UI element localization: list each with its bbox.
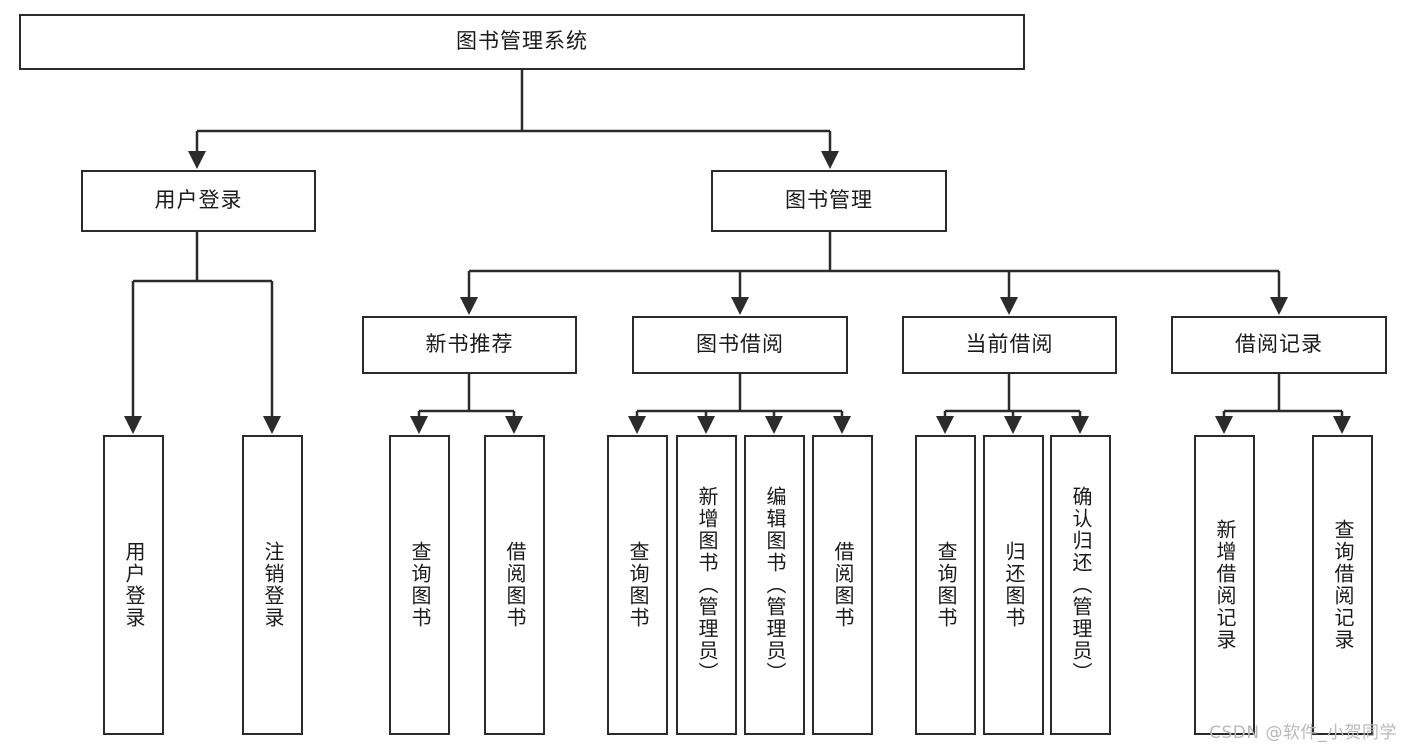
leaf-label: 借阅图书 — [831, 541, 855, 629]
node-borrow-record[interactable]: 借阅记录 — [1171, 316, 1387, 374]
leaf-book-borrow-add[interactable]: 新增图书（管理员） — [676, 435, 737, 735]
node-borrow-record-label: 借阅记录 — [1235, 332, 1323, 357]
node-book-borrow[interactable]: 图书借阅 — [632, 316, 848, 374]
leaf-label: 确认归还（管理员） — [1069, 486, 1093, 684]
leaf-current-borrow-confirm-return[interactable]: 确认归还（管理员） — [1050, 435, 1111, 735]
leaf-user-login-login[interactable]: 用户登录 — [103, 435, 164, 735]
leaf-book-borrow-borrow[interactable]: 借阅图书 — [812, 435, 873, 735]
node-book-management[interactable]: 图书管理 — [711, 170, 947, 232]
node-user-login-label: 用户登录 — [154, 188, 243, 213]
leaf-label: 注销登录 — [261, 541, 285, 629]
leaf-label: 查询图书 — [626, 541, 650, 629]
leaf-current-borrow-return[interactable]: 归还图书 — [983, 435, 1044, 735]
leaf-label: 编辑图书（管理员） — [763, 486, 787, 684]
node-root-label: 图书管理系统 — [456, 29, 588, 54]
leaf-label: 新增借阅记录 — [1213, 519, 1237, 651]
leaf-new-book-query[interactable]: 查询图书 — [389, 435, 450, 735]
node-user-login[interactable]: 用户登录 — [81, 170, 316, 232]
leaf-label: 查询借阅记录 — [1331, 519, 1355, 651]
node-root[interactable]: 图书管理系统 — [19, 14, 1025, 70]
leaf-label: 用户登录 — [122, 541, 146, 629]
node-current-borrow-label: 当前借阅 — [965, 332, 1054, 357]
leaf-current-borrow-query[interactable]: 查询图书 — [915, 435, 976, 735]
leaf-label: 借阅图书 — [503, 541, 527, 629]
node-new-book-recommend[interactable]: 新书推荐 — [362, 316, 577, 374]
node-book-borrow-label: 图书借阅 — [696, 332, 784, 357]
node-current-borrow[interactable]: 当前借阅 — [902, 316, 1117, 374]
node-book-management-label: 图书管理 — [785, 188, 873, 213]
leaf-label: 查询图书 — [934, 541, 958, 629]
leaf-borrow-record-query[interactable]: 查询借阅记录 — [1312, 435, 1373, 735]
leaf-label: 归还图书 — [1002, 541, 1026, 629]
leaf-book-borrow-edit[interactable]: 编辑图书（管理员） — [744, 435, 805, 735]
csdn-watermark: CSDN @软件_小贺同学 — [1209, 723, 1397, 743]
leaf-book-borrow-query[interactable]: 查询图书 — [607, 435, 668, 735]
leaf-label: 新增图书（管理员） — [695, 486, 719, 684]
leaf-label: 查询图书 — [408, 541, 432, 629]
leaf-user-login-logout[interactable]: 注销登录 — [242, 435, 303, 735]
node-new-book-recommend-label: 新书推荐 — [425, 332, 514, 357]
leaf-new-book-borrow[interactable]: 借阅图书 — [484, 435, 545, 735]
leaf-borrow-record-add[interactable]: 新增借阅记录 — [1194, 435, 1255, 735]
